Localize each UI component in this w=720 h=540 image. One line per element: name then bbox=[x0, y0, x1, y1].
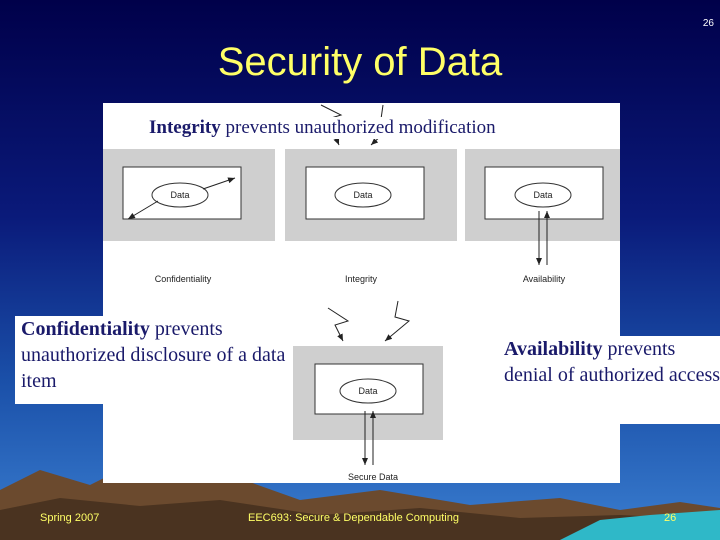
availability-term: Availability bbox=[504, 338, 603, 360]
secure-bolt-left bbox=[328, 308, 348, 341]
data-label-availability: Data bbox=[533, 190, 552, 200]
secure-bolt-right bbox=[385, 301, 409, 341]
integrity-caption-term: Integrity bbox=[149, 117, 221, 138]
caption-integrity: Integrity bbox=[345, 274, 378, 284]
caption-confidentiality: Confidentiality bbox=[155, 274, 212, 284]
slide-number-top: 26 bbox=[703, 18, 714, 29]
slide-title: Security of Data bbox=[0, 40, 720, 85]
confidentiality-callout: Confidentiality prevents unauthorized di… bbox=[15, 316, 286, 404]
confidentiality-term: Confidentiality bbox=[21, 318, 150, 340]
integrity-caption-text: prevents unauthorized modification bbox=[221, 117, 496, 138]
data-label-integrity: Data bbox=[353, 190, 372, 200]
data-label-secure: Data bbox=[358, 386, 377, 396]
footer-course: EEC693: Secure & Dependable Computing bbox=[248, 512, 459, 524]
data-label-confidentiality: Data bbox=[170, 190, 189, 200]
availability-callout: Availability prevents denial of authoriz… bbox=[498, 336, 720, 424]
footer-date: Spring 2007 bbox=[40, 512, 99, 524]
footer-page-number: 26 bbox=[664, 512, 676, 524]
integrity-caption: Integrity prevents unauthorized modifica… bbox=[147, 117, 498, 139]
caption-secure-data: Secure Data bbox=[348, 472, 398, 482]
security-diagram: Data Data Data Confidentiality Integrity… bbox=[103, 103, 620, 483]
caption-availability: Availability bbox=[523, 274, 566, 284]
